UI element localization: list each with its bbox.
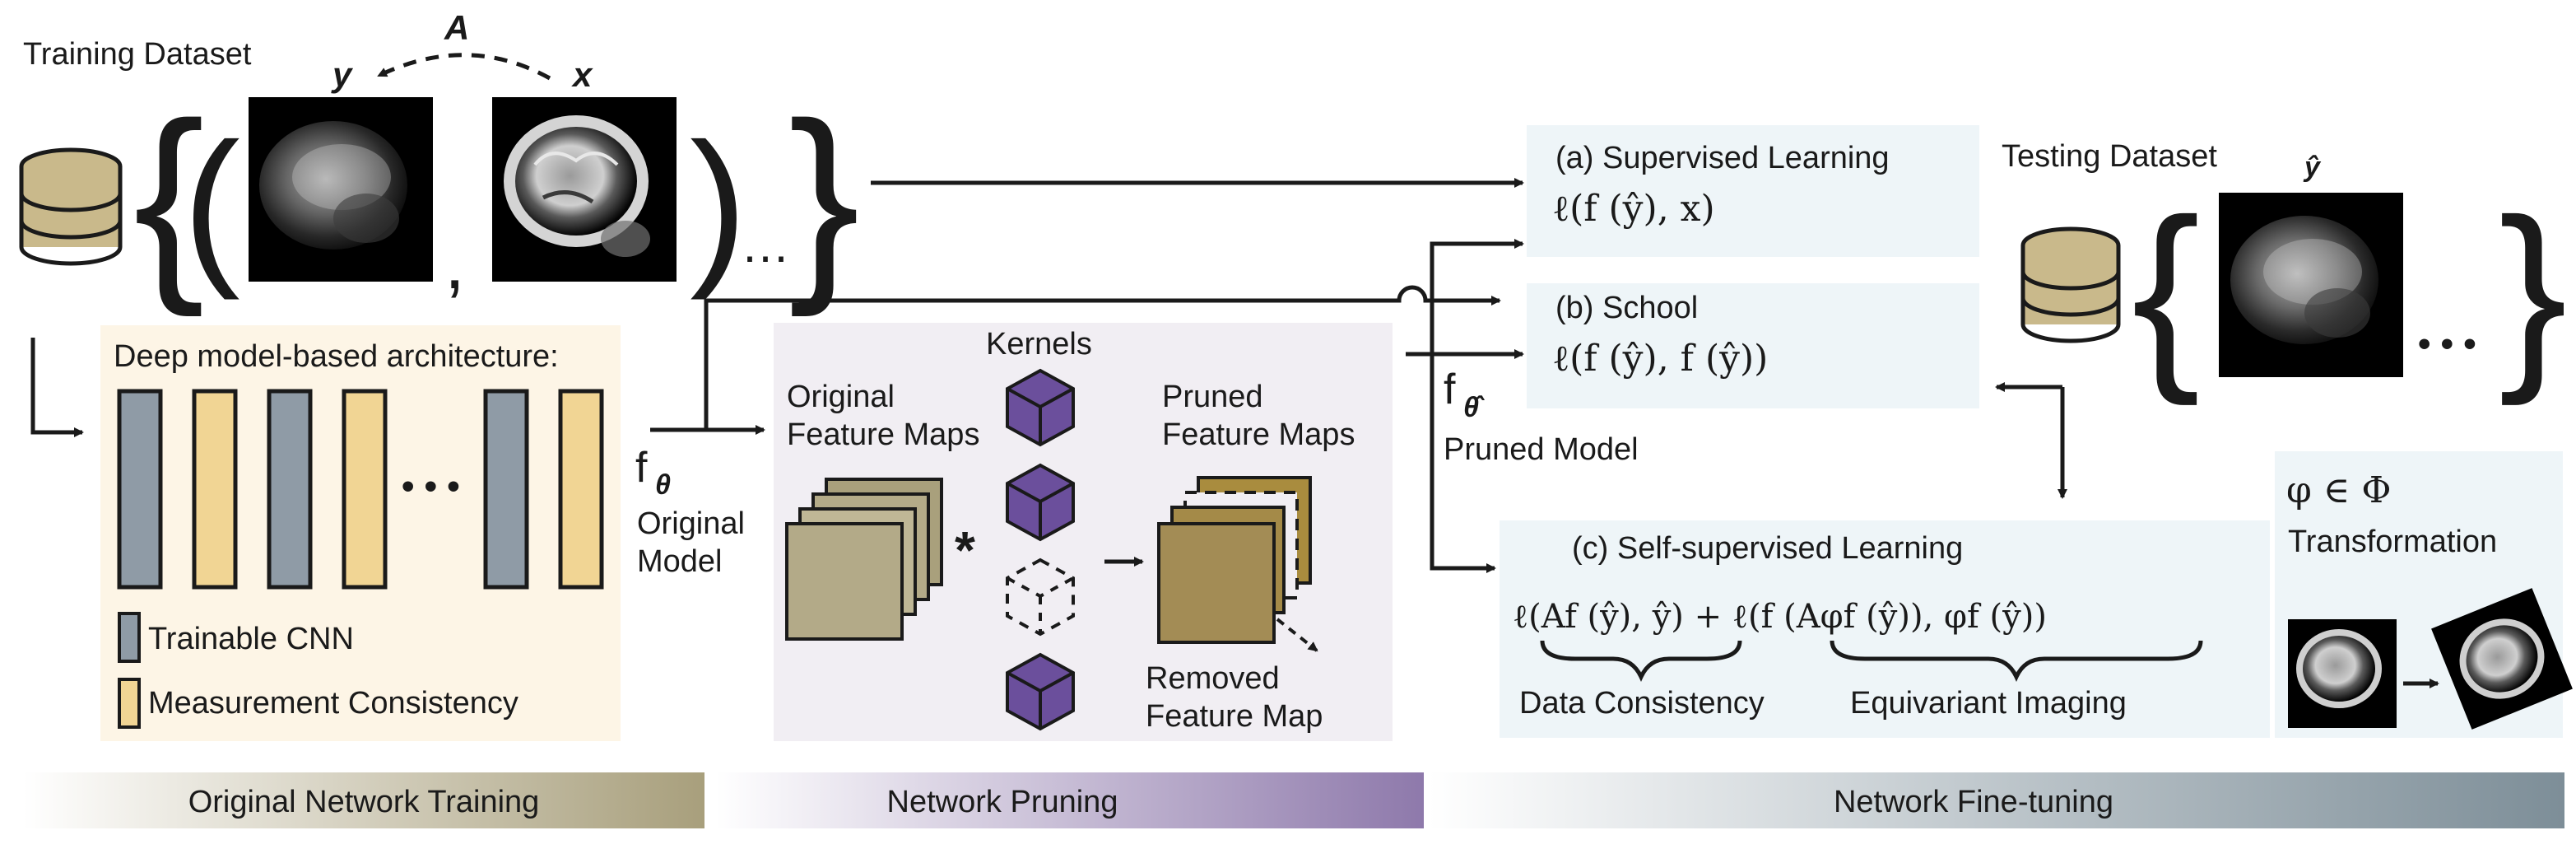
legend-mc-swatch [118, 678, 141, 729]
stage-bar-finetuning [1429, 772, 2564, 828]
testing-left-brace: { [2132, 176, 2201, 406]
stage-finetuning-label: Network Fine-tuning [1834, 785, 2113, 819]
school-title: (b) School [1555, 291, 1698, 325]
f-theta-label: f [635, 444, 648, 492]
pruned-feature-maps-line2: Feature Maps [1162, 418, 1355, 452]
brace-data-consistency [1540, 640, 1742, 683]
testing-ellipsis: • • • [2418, 324, 2476, 364]
arrow-train-to-architecture [30, 338, 84, 437]
original-feature-maps-stack [785, 478, 943, 641]
mri-transform-result [2431, 588, 2573, 730]
testing-database-icon [2020, 226, 2121, 343]
supervised-formula: ℓ(f (ŷ), x) [1552, 188, 1715, 230]
training-comma: , [444, 222, 465, 305]
arrow-pruned-to-supervised [1430, 239, 1524, 354]
original-feature-maps-line1: Original [787, 380, 895, 414]
arrow-model-to-school [704, 285, 1500, 430]
panel-school [1527, 283, 1979, 408]
original-model-line2: Model [637, 544, 723, 579]
f-theta-subscript: θ [655, 469, 671, 501]
training-dataset-title: Training Dataset [23, 37, 252, 72]
testing-dataset-title: Testing Dataset [2002, 139, 2217, 174]
legend-mc-label: Measurement Consistency [148, 686, 518, 721]
selfsupervised-title: (c) Self-supervised Learning [1572, 531, 1963, 566]
stage-bar-training [23, 772, 704, 828]
original-model-line1: Original [637, 506, 745, 541]
architecture-ellipsis: • • • [402, 466, 460, 506]
testing-right-brace: } [2499, 176, 2568, 406]
kernels-label: Kernels [986, 327, 1092, 362]
cnn-block-3 [483, 389, 529, 590]
mri-image-y [249, 97, 433, 282]
cnn-block-2 [267, 389, 313, 590]
data-consistency-label: Data Consistency [1519, 686, 1765, 721]
label-y: y [331, 55, 354, 94]
removed-feature-map-line1: Removed [1146, 661, 1280, 696]
supervised-title: (a) Supervised Learning [1555, 141, 1890, 175]
transform-formula: φ ∈ Φ [2286, 469, 2391, 511]
mri-image-x [492, 97, 677, 282]
label-x: x [571, 55, 593, 94]
label-operator-a: A [444, 8, 469, 47]
training-left-paren: ( [183, 107, 240, 301]
pruned-feature-maps-line1: Pruned [1162, 380, 1263, 414]
stage-pruning-label: Network Pruning [887, 785, 1118, 819]
panel-supervised [1527, 125, 1979, 257]
training-left-brace: { [133, 79, 205, 319]
training-ellipsis: … [741, 217, 790, 273]
training-right-brace: } [788, 79, 860, 319]
equivariant-label: Equivariant Imaging [1850, 686, 2127, 721]
operator-a-arrow [377, 53, 551, 81]
mri-transform-source [2288, 619, 2397, 728]
stage-training-label: Original Network Training [188, 785, 540, 819]
mc-block-2 [342, 389, 388, 590]
transform-label: Transformation [2288, 525, 2497, 559]
legend-cnn-swatch [118, 612, 141, 663]
mc-block-3 [558, 389, 604, 590]
panel-self-supervised [1500, 520, 2270, 738]
kernel-cube-2 [1006, 463, 1075, 542]
architecture-title: Deep model-based architecture: [114, 339, 559, 374]
f-theta-hat-subscript: θ̂ [1463, 392, 1485, 423]
arrow-pruned-to-selfsupervised [1430, 354, 1496, 573]
original-feature-maps-line2: Feature Maps [787, 418, 979, 452]
pruned-feature-maps-stack [1157, 476, 1312, 644]
kernel-cube-removed [1006, 557, 1075, 637]
testing-yhat-label: ŷ [2303, 152, 2322, 183]
training-right-paren: ) [690, 107, 747, 301]
selfsupervised-formula: ℓ(Af (ŷ), ŷ) + ℓ(f (Aφf (ŷ)), φf (ŷ)) [1513, 598, 2047, 636]
kernel-cube-3 [1006, 652, 1075, 731]
brace-equivariant [1830, 640, 2203, 683]
pruned-model-label: Pruned Model [1444, 432, 1639, 467]
convolution-symbol: * [955, 520, 975, 580]
removed-feature-map-line2: Feature Map [1146, 699, 1323, 734]
cnn-block-1 [117, 389, 163, 590]
mri-image-yhat [2219, 193, 2403, 377]
school-formula: ℓ(f (ŷ), f (ŷ)) [1552, 338, 1768, 380]
training-database-icon [19, 147, 123, 266]
mc-block-1 [192, 389, 238, 590]
kernel-cube-1 [1006, 368, 1075, 447]
f-theta-hat-label: f [1444, 366, 1456, 413]
stage-bar-pruning [716, 772, 1424, 828]
legend-cnn-label: Trainable CNN [148, 622, 354, 656]
